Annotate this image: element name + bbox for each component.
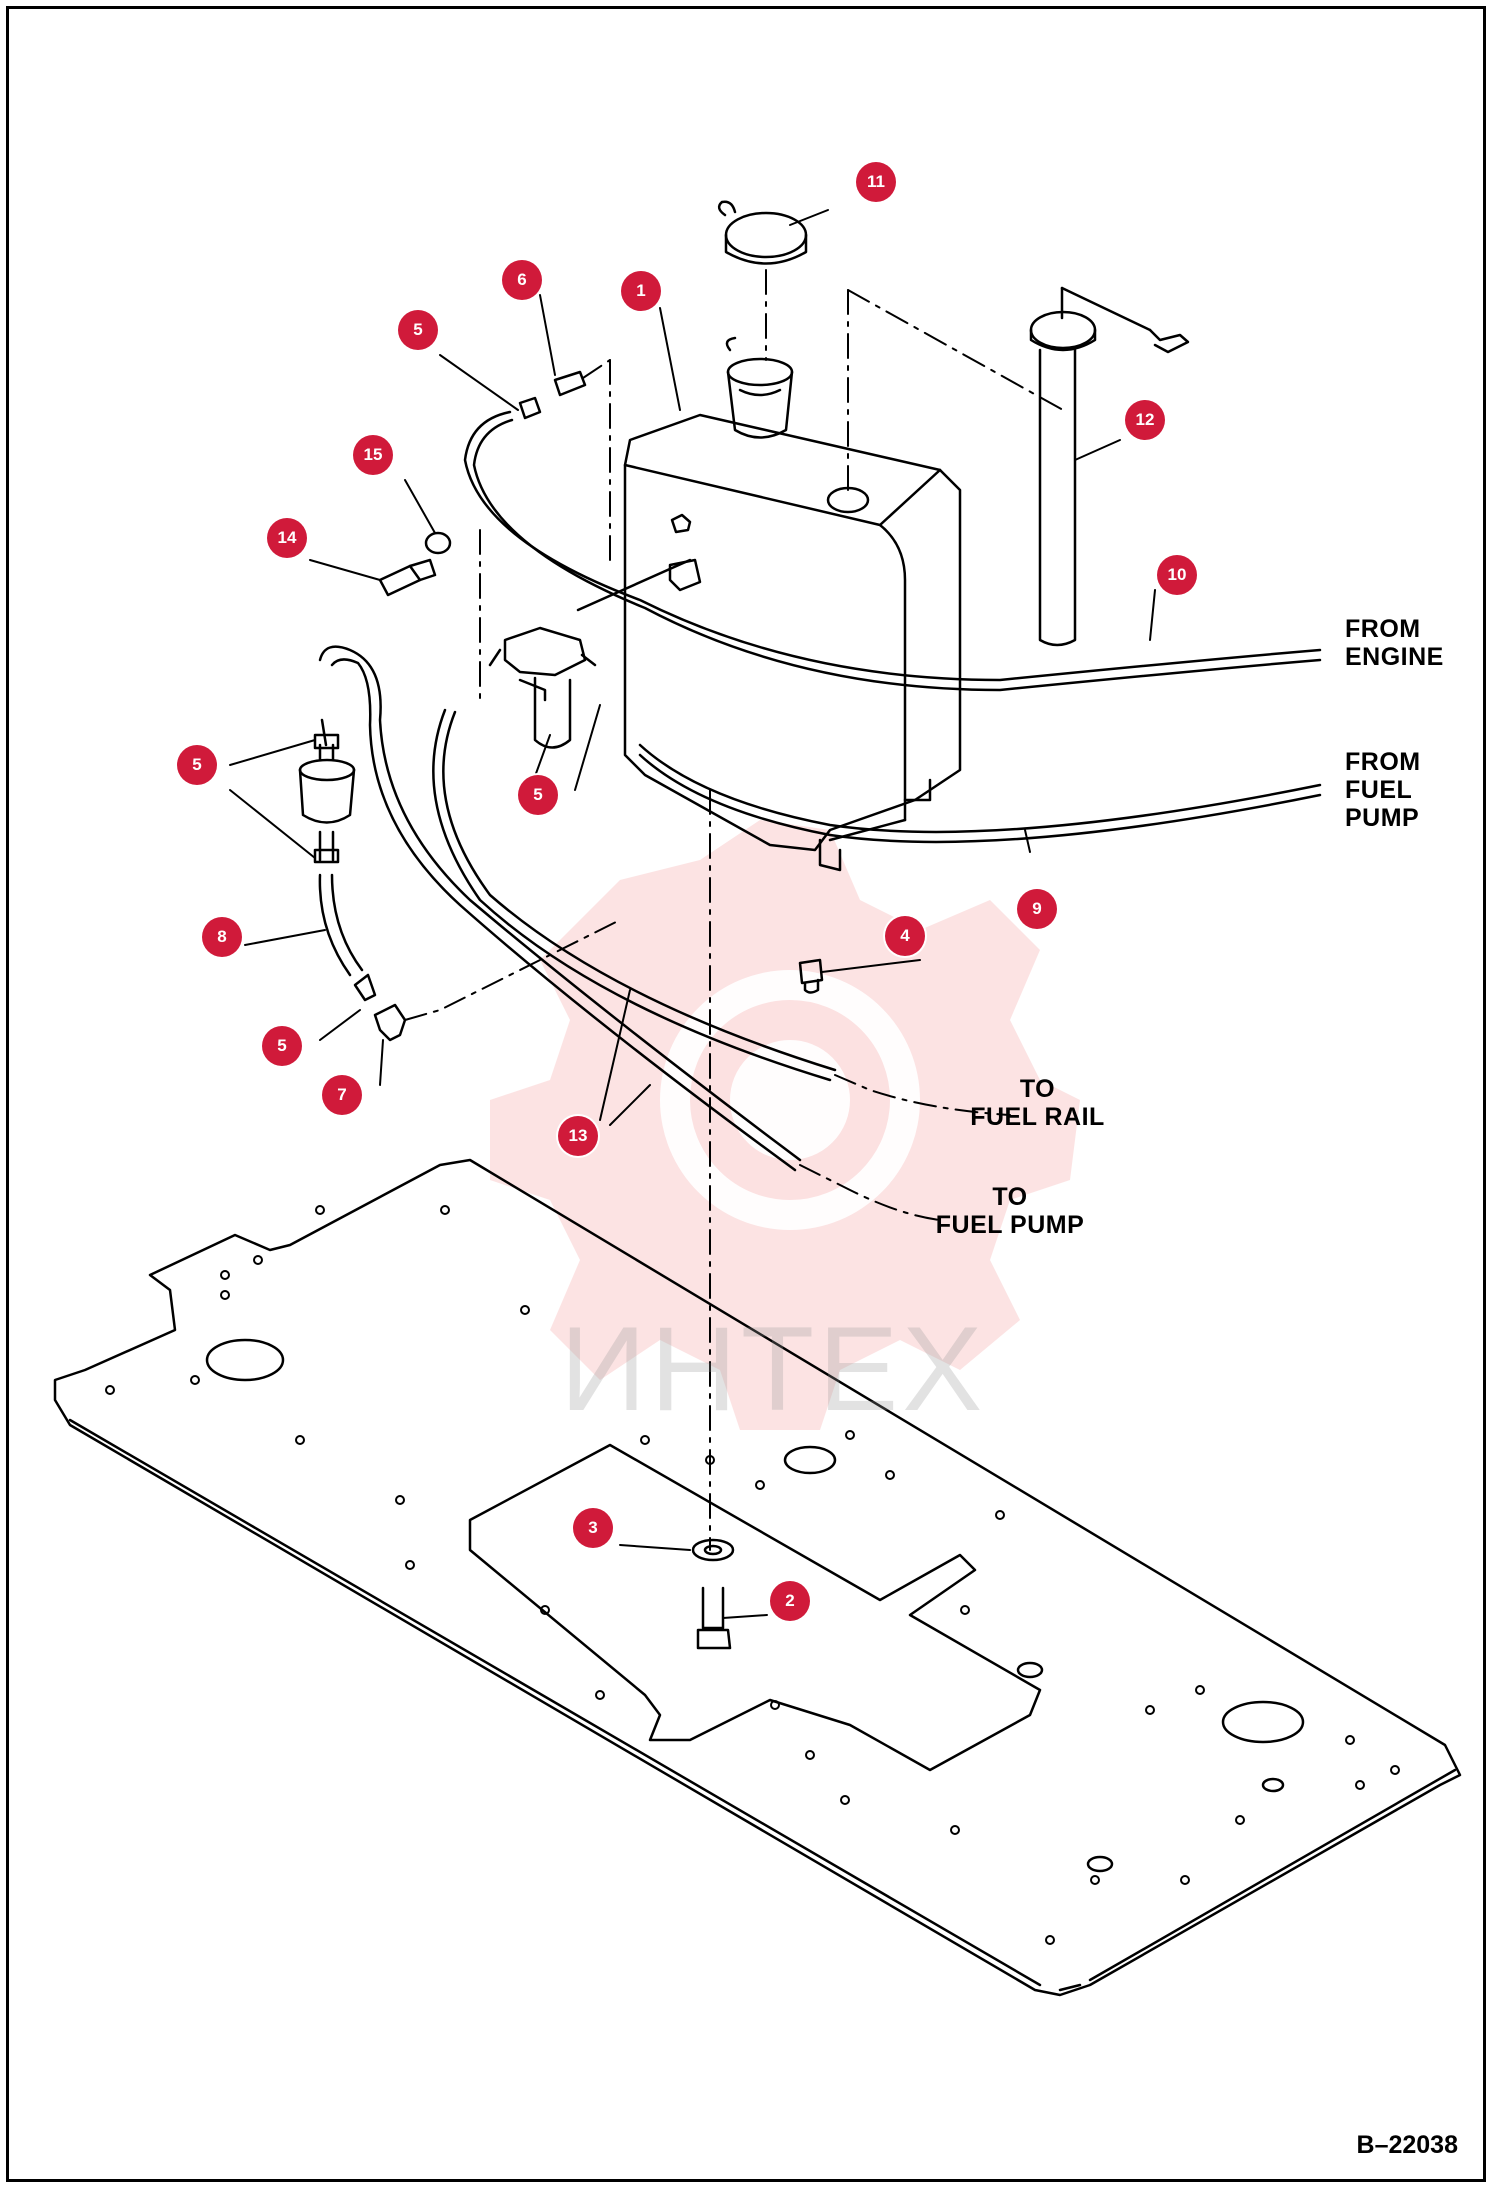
fuel-line-to-fuel-pump xyxy=(318,645,941,1221)
label-from-fuel-pump: FROM FUEL PUMP xyxy=(1345,748,1421,832)
fuel-cap xyxy=(717,200,808,265)
label-line: FROM xyxy=(1345,615,1421,643)
water-separator xyxy=(488,558,692,749)
elbow-fitting xyxy=(373,919,621,1042)
label-line: TO xyxy=(992,1183,1028,1211)
callout-12[interactable]: 12 xyxy=(1125,400,1165,440)
washer xyxy=(691,1538,735,1562)
label-to-fuel-pump: TO FUEL PUMP xyxy=(930,1183,1090,1239)
label-line: ENGINE xyxy=(1345,643,1444,671)
callout-4[interactable]: 4 xyxy=(885,916,925,956)
callout-5[interactable]: 5 xyxy=(518,775,558,815)
callout-8[interactable]: 8 xyxy=(202,917,242,957)
callout-5[interactable]: 5 xyxy=(177,745,217,785)
floor-plate xyxy=(53,1158,1462,1997)
label-line: FROM xyxy=(1345,748,1421,776)
fuel-line-to-fuel-rail xyxy=(432,708,1011,1116)
fuel-line-from-fuel-pump xyxy=(638,743,1322,844)
short-hose xyxy=(318,873,377,1002)
assembly-centerline xyxy=(479,269,1064,1551)
watermark-gear-inner xyxy=(660,970,920,1230)
drain-plug xyxy=(798,958,824,994)
label-line: PUMP xyxy=(1345,804,1420,832)
label-line: TO xyxy=(1019,1075,1056,1103)
floor-holes xyxy=(105,1205,1400,1945)
callout-5[interactable]: 5 xyxy=(398,310,438,350)
callout-7[interactable]: 7 xyxy=(322,1075,362,1115)
fuel-line-from-engine xyxy=(463,410,1322,692)
label-line: FUEL RAIL xyxy=(970,1103,1105,1131)
callout-14[interactable]: 14 xyxy=(267,518,307,558)
callout-9[interactable]: 9 xyxy=(1017,889,1057,929)
callout-15[interactable]: 15 xyxy=(353,435,393,475)
drawing-frame xyxy=(6,6,1486,2182)
callout-11[interactable]: 11 xyxy=(856,162,896,202)
callout-1[interactable]: 1 xyxy=(621,271,661,311)
callout-6[interactable]: 6 xyxy=(502,260,542,300)
mounting-bolt xyxy=(378,531,452,597)
callout-10[interactable]: 10 xyxy=(1157,555,1197,595)
watermark-text: ИНТЕХ xyxy=(560,1302,987,1436)
tank-bolt xyxy=(696,1586,732,1650)
callout-13[interactable]: 13 xyxy=(558,1116,598,1156)
fuel-level-sender xyxy=(1029,286,1190,647)
label-line: FUEL xyxy=(1345,776,1413,804)
fuel-tank xyxy=(623,336,962,872)
label-to-fuel-rail: TO FUEL RAIL xyxy=(970,1075,1105,1131)
label-line: FUEL PUMP xyxy=(935,1211,1085,1239)
drawing-number: B–22038 xyxy=(1356,2131,1458,2159)
leader-lines xyxy=(229,209,1156,1619)
hose-fitting xyxy=(518,359,611,420)
label-from-engine: FROM ENGINE xyxy=(1345,615,1444,671)
callout-5[interactable]: 5 xyxy=(262,1026,302,1066)
callout-2[interactable]: 2 xyxy=(770,1581,810,1621)
callout-3[interactable]: 3 xyxy=(573,1508,613,1548)
